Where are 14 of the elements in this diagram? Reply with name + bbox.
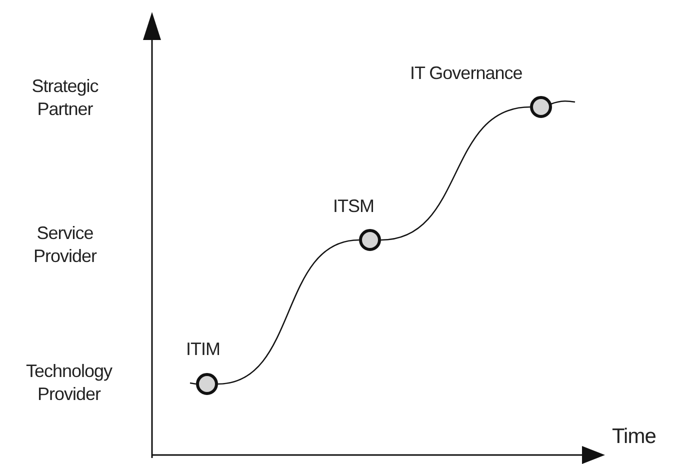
milestone-label: IT Governance [410,62,522,84]
milestone-circle [359,229,381,251]
milestone-label: ITSM [333,195,374,218]
milestone-circle [196,373,218,395]
milestone-label: ITIM [186,338,220,360]
growth-curve [190,382,196,385]
axis-label: Time [612,424,656,450]
growth-curve [218,239,360,385]
axis-label: Technology Provider [24,360,114,405]
axis-label: Service Provider [32,222,98,267]
axis-label: Strategic Partner [30,75,100,120]
milestone-circle [530,96,552,118]
growth-curve [550,100,576,105]
growth-curve [380,106,530,241]
